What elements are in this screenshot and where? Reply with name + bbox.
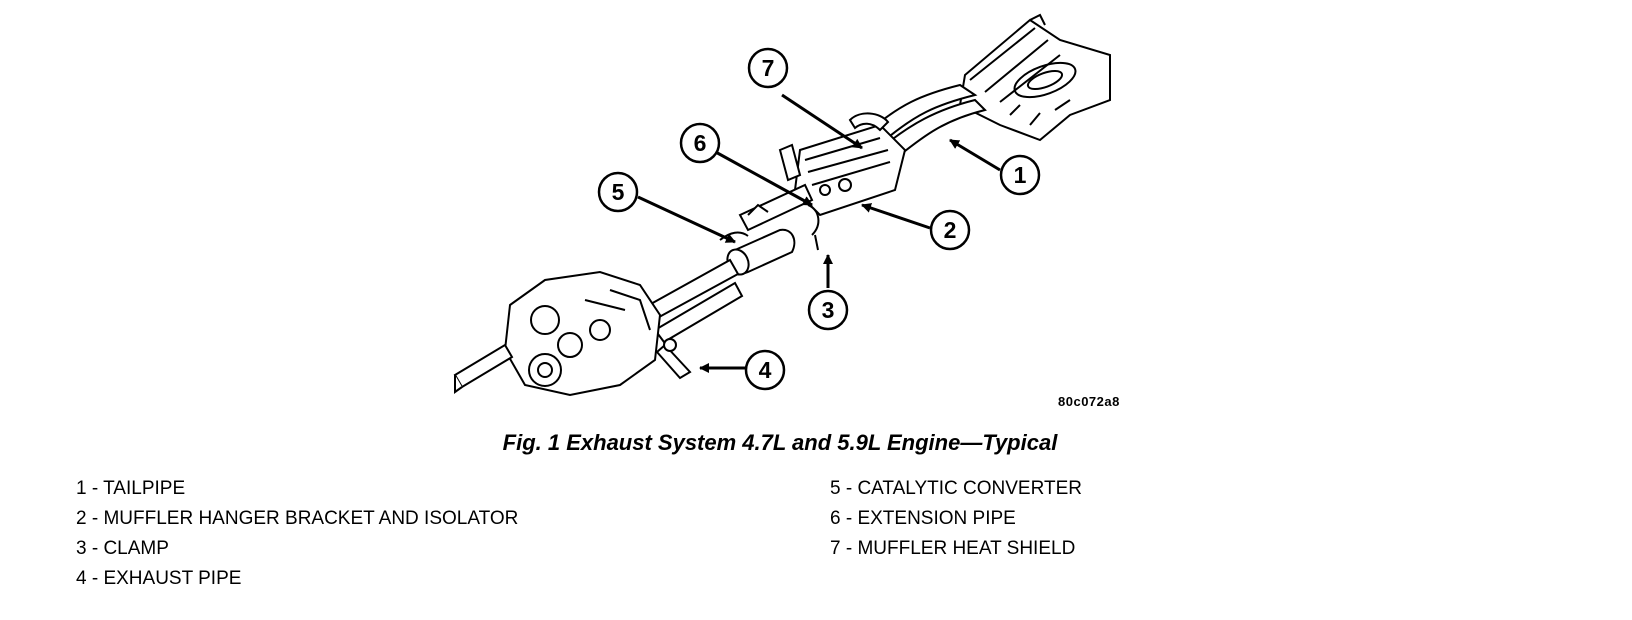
callout-1: 1 [999,154,1041,196]
clamp [807,204,820,251]
figure-caption: Fig. 1 Exhaust System 4.7L and 5.9L Engi… [502,430,1058,455]
callout-4: 4 [744,349,786,391]
callout-2: 2 [929,209,971,251]
tailpipe [868,83,987,157]
callout-6: 6 [679,122,721,164]
svg-text:7: 7 [762,55,775,81]
leader-6 [711,148,813,207]
crossmember [453,343,514,394]
svg-text:5: 5 [612,179,625,205]
legend-item: 2 - MUFFLER HANGER BRACKET AND ISOLATOR [76,508,519,529]
leader-2 [861,203,931,230]
leader-1 [949,138,1001,172]
legend-item: 5 - CATALYTIC CONVERTER [830,478,1082,499]
svg-text:1: 1 [1014,162,1027,188]
legend-item: 4 - EXHAUST PIPE [76,568,242,589]
frame-floor-pan [958,13,1111,142]
callout-7: 7 [747,47,789,89]
svg-text:4: 4 [759,357,772,383]
legend-left-column: 1 - TAILPIPE 2 - MUFFLER HANGER BRACKET … [76,474,518,594]
extension-pipe [738,183,814,232]
legend-item: 3 - CLAMP [76,538,169,559]
callout-5: 5 [597,171,639,213]
legend-item: 6 - EXTENSION PIPE [830,508,1016,529]
figure-code: 80c072a8 [1058,394,1120,409]
legend-item: 7 - MUFFLER HEAT SHIELD [830,538,1076,559]
exhaust-system-diagram: 1 2 3 4 5 6 7 [453,13,1111,397]
svg-text:3: 3 [822,297,835,323]
legend-item: 1 - TAILPIPE [76,478,186,499]
leader-7 [781,93,863,150]
svg-text:6: 6 [694,130,707,156]
callout-3: 3 [807,289,849,331]
legend-right-column: 5 - CATALYTIC CONVERTER 6 - EXTENSION PI… [830,474,1082,564]
leader-lines [637,93,1001,373]
leader-5 [637,195,736,244]
callouts: 1 2 3 4 5 6 7 [597,47,1041,391]
transmission [503,270,677,397]
svg-text:2: 2 [944,217,957,243]
hanger-bracket [778,143,852,196]
